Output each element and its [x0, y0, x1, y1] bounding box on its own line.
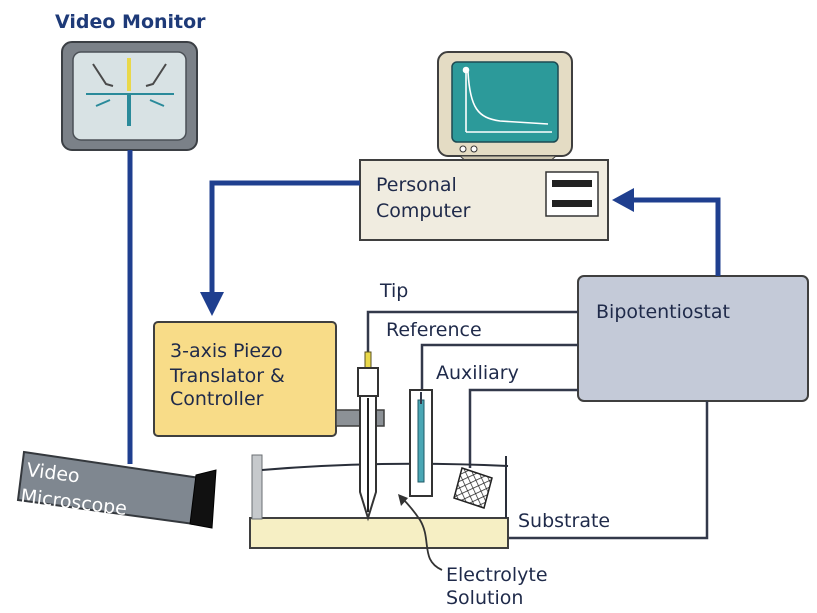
auxiliary-wire [468, 388, 578, 468]
computer-screen [451, 61, 559, 143]
bipotentiostat-to-computer-arrow [630, 197, 721, 276]
computer-knob [470, 145, 478, 153]
substrate-plate [249, 517, 509, 549]
computer-screen-plot-icon [462, 66, 552, 133]
electrolyte-label-line2: Solution [446, 587, 523, 609]
personal-computer-label-line2: Computer [376, 200, 471, 222]
electrochemical-cell [249, 454, 509, 549]
bipotentiostat-box: Bipotentiostat [577, 275, 809, 402]
video-monitor-probe-image-icon [86, 58, 174, 126]
disk-drive-icon [545, 171, 599, 217]
reference-label: Reference [386, 319, 482, 341]
bipotentiostat-label: Bipotentiostat [596, 301, 730, 323]
tip-label: Tip [379, 280, 408, 302]
video-monitor: Video Monitor [55, 11, 206, 151]
piezo-label-line3: Controller [170, 388, 264, 410]
video-microscope: Video Microscope [16, 450, 217, 529]
tip-wire [366, 310, 578, 360]
electrolyte-label-line1: Electrolyte [446, 564, 548, 586]
reference-electrode [409, 389, 433, 497]
electrolyte-surface [261, 462, 509, 471]
electrolyte-pointer [398, 494, 443, 571]
computer-to-piezo-arrowhead [200, 292, 224, 316]
piezo-label-line1: 3-axis Piezo [170, 340, 283, 362]
video-microscope-lens [189, 469, 217, 529]
personal-computer-label-line1: Personal [376, 174, 457, 196]
personal-computer-box: Personal Computer [359, 159, 609, 241]
cell-left-wall [251, 454, 263, 520]
piezo-controller-box: 3-axis Piezo Translator & Controller [153, 321, 337, 437]
auxiliary-label: Auxiliary [436, 362, 519, 384]
piezo-label-line2: Translator & [169, 365, 285, 387]
substrate-wire [508, 401, 709, 540]
electrode-wires [366, 310, 709, 540]
bipotentiostat-to-computer-arrowhead [612, 188, 634, 212]
tip-electrode [357, 351, 379, 522]
video-monitor-label: Video Monitor [55, 11, 206, 33]
reference-wire [420, 343, 578, 392]
computer-to-piezo-arrow [209, 180, 360, 297]
computer-power-knob [459, 145, 467, 153]
personal-computer-monitor [437, 51, 573, 164]
auxiliary-mesh-electrode [453, 467, 493, 509]
substrate-label: Substrate [518, 510, 610, 532]
